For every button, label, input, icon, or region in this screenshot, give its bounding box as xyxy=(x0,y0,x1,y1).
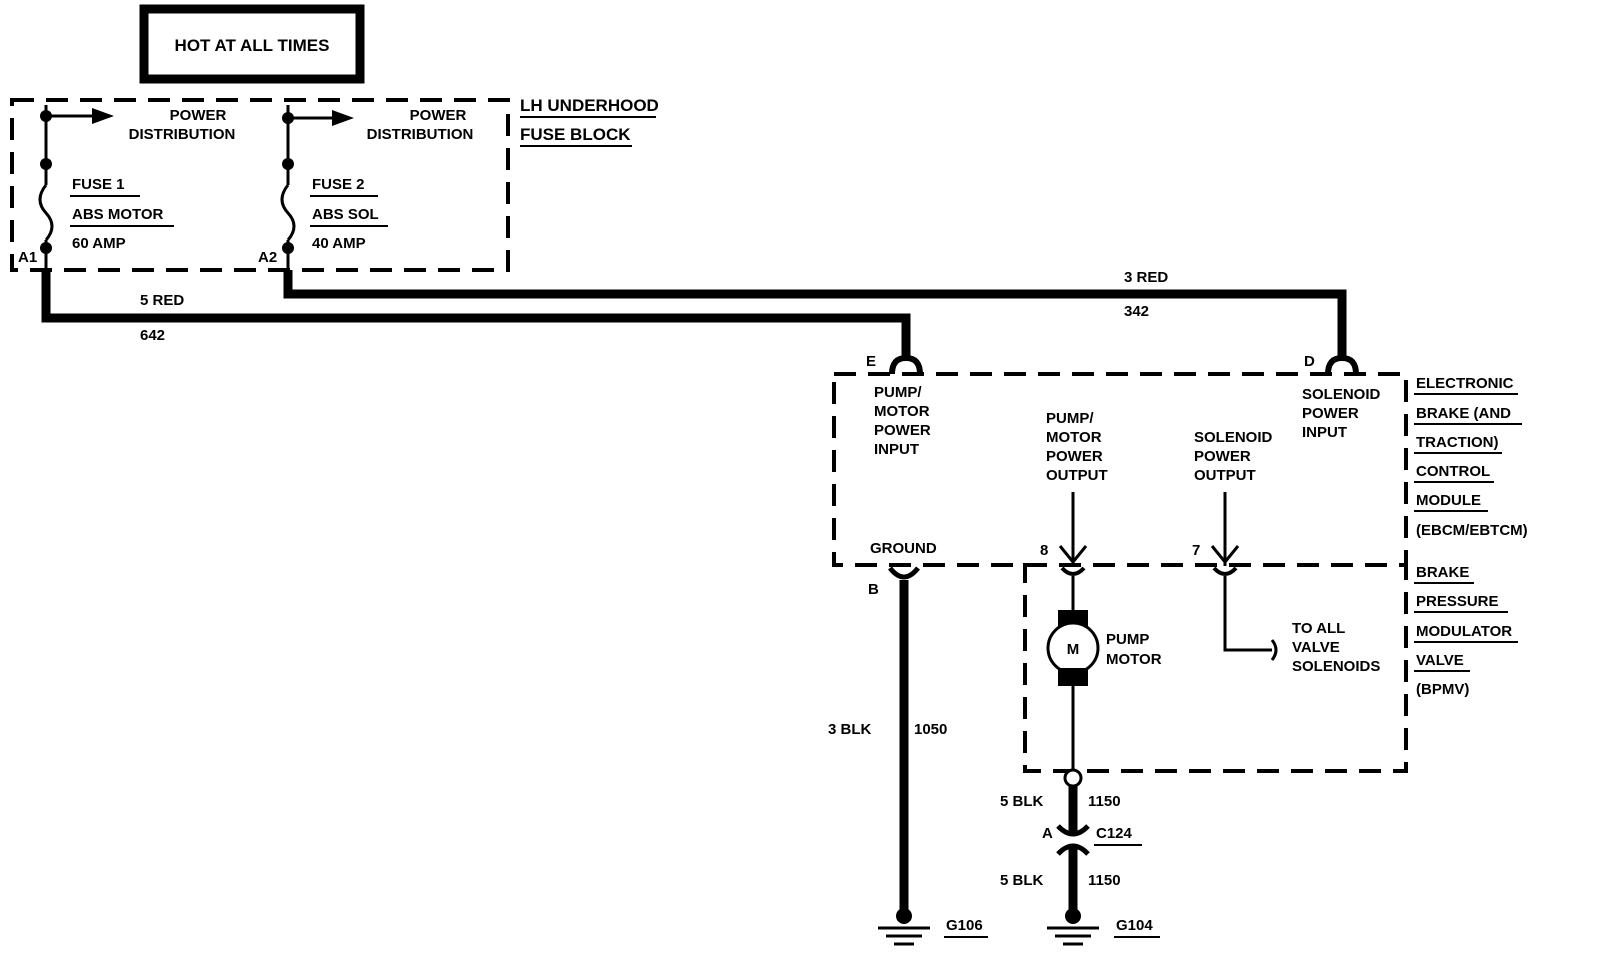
pump-output-1: PUMP/ xyxy=(1046,410,1094,427)
bpmv-name-1: BRAKE xyxy=(1416,564,1469,581)
power-dist-2-line2: DISTRIBUTION xyxy=(367,126,474,143)
sol-input-3: INPUT xyxy=(1302,424,1347,441)
pin-d-connector xyxy=(1325,354,1359,375)
pump-input-2: MOTOR xyxy=(874,403,930,420)
bpmv-name-4: VALVE xyxy=(1416,652,1464,669)
power-dist-1-line1: POWER xyxy=(170,107,227,124)
pin-e-connector xyxy=(889,354,923,375)
bpmv-name: BRAKE PRESSURE MODULATOR VALVE (BPMV) xyxy=(1414,564,1518,698)
power-dist-arrow-2 xyxy=(332,110,354,126)
fuse-block-name-2: FUSE BLOCK xyxy=(520,125,631,144)
ebcm-name-3: TRACTION) xyxy=(1416,434,1499,451)
pump-input-4: INPUT xyxy=(874,441,919,458)
pin-b-label: B xyxy=(868,581,879,598)
to-valves-2: VALVE xyxy=(1292,639,1340,656)
pin-8-label: 8 xyxy=(1040,542,1048,559)
pin-b-connector xyxy=(888,566,920,580)
ebcm-name-6: (EBCM/EBTCM) xyxy=(1416,522,1528,539)
fuse2-desc: ABS SOL xyxy=(312,206,379,223)
pump-output-4: OUTPUT xyxy=(1046,467,1108,484)
hot-at-all-times-box: HOT AT ALL TIMES xyxy=(139,4,365,84)
fuse2-rating: 40 AMP xyxy=(312,235,366,252)
pump-input-3: POWER xyxy=(874,422,931,439)
motor-symbol-letter: M xyxy=(1067,641,1080,658)
bpmv-name-5: (BPMV) xyxy=(1416,681,1469,698)
bpmv-module: M PUMP MOTOR TO ALL VALVE SOLENOIDS BRAK… xyxy=(1023,563,1518,773)
pin-7-label: 7 xyxy=(1192,542,1200,559)
pump-motor-1: PUMP xyxy=(1106,631,1149,648)
wire-642: 5 RED 642 xyxy=(41,270,911,356)
pump-input-1: PUMP/ xyxy=(874,384,922,401)
pump-output-2: MOTOR xyxy=(1046,429,1102,446)
sol-output-1: SOLENOID xyxy=(1194,429,1273,446)
fuse1-name: FUSE 1 xyxy=(72,176,125,193)
wire-1150: 5 BLK 1150 A C124 5 BLK 1150 xyxy=(1000,768,1142,912)
bpmv-name-3: MODULATOR xyxy=(1416,623,1512,640)
fuse2-terminal: A2 xyxy=(258,249,277,266)
pump-motor-2: MOTOR xyxy=(1106,651,1162,668)
sol-output-3: OUTPUT xyxy=(1194,467,1256,484)
ebcm-name-1: ELECTRONIC xyxy=(1416,375,1514,392)
hot-label: HOT AT ALL TIMES xyxy=(175,36,330,55)
wire-1050: B 3 BLK 1050 xyxy=(828,566,947,912)
to-valves-1: TO ALL xyxy=(1292,620,1345,637)
sol-input-2: POWER xyxy=(1302,405,1359,422)
pin-e-label: E xyxy=(866,353,876,370)
wire-1150b-gauge: 5 BLK xyxy=(1000,872,1044,889)
to-valves-3: SOLENOIDS xyxy=(1292,658,1380,675)
sol-output-2: POWER xyxy=(1194,448,1251,465)
fuse-block: LH UNDERHOOD FUSE BLOCK POWER DISTRIBUTI… xyxy=(10,96,659,272)
ebcm-module: E D PUMP/ MOTOR POWER INPUT SOLENOID POW… xyxy=(832,353,1528,567)
fuse2-name: FUSE 2 xyxy=(312,176,365,193)
wire-342: 3 RED 342 xyxy=(283,269,1347,356)
ground-label: GROUND xyxy=(870,540,937,557)
wire-642-gauge: 5 RED xyxy=(140,292,184,309)
wire-642-circuit: 642 xyxy=(140,327,165,344)
sol-input-1: SOLENOID xyxy=(1302,386,1381,403)
power-dist-arrow-1 xyxy=(92,108,114,124)
fuse1-rating: 60 AMP xyxy=(72,235,126,252)
wire-1150a-circuit: 1150 xyxy=(1088,793,1121,810)
ebcm-name-5: MODULE xyxy=(1416,492,1481,509)
fuse1-terminal: A1 xyxy=(18,249,37,266)
ground-g104: G104 xyxy=(1047,908,1160,946)
pin-d-label: D xyxy=(1304,353,1315,370)
g106-label: G106 xyxy=(946,917,983,934)
g104-label: G104 xyxy=(1116,917,1153,934)
ebcm-name-2: BRAKE (AND xyxy=(1416,405,1511,422)
bpmv-name-2: PRESSURE xyxy=(1416,593,1499,610)
connector-pin: A xyxy=(1042,825,1053,842)
fuse-block-name-1: LH UNDERHOOD xyxy=(520,96,659,115)
fuse1-desc: ABS MOTOR xyxy=(72,206,164,223)
ebcm-name-4: CONTROL xyxy=(1416,463,1490,480)
wire-342-circuit: 342 xyxy=(1124,303,1149,320)
wire-1150b-circuit: 1150 xyxy=(1088,872,1121,889)
wire-1050-gauge: 3 BLK xyxy=(828,721,872,738)
connector-name: C124 xyxy=(1096,825,1133,842)
power-dist-1-line2: DISTRIBUTION xyxy=(129,126,236,143)
wire-1050-circuit: 1050 xyxy=(914,721,947,738)
ground-g106: G106 xyxy=(878,908,988,946)
ebcm-name: ELECTRONIC BRAKE (AND TRACTION) CONTROL … xyxy=(1414,375,1528,539)
wire-1150a-gauge: 5 BLK xyxy=(1000,793,1044,810)
wire-342-gauge: 3 RED xyxy=(1124,269,1168,286)
power-dist-2-line1: POWER xyxy=(410,107,467,124)
pump-output-3: POWER xyxy=(1046,448,1103,465)
